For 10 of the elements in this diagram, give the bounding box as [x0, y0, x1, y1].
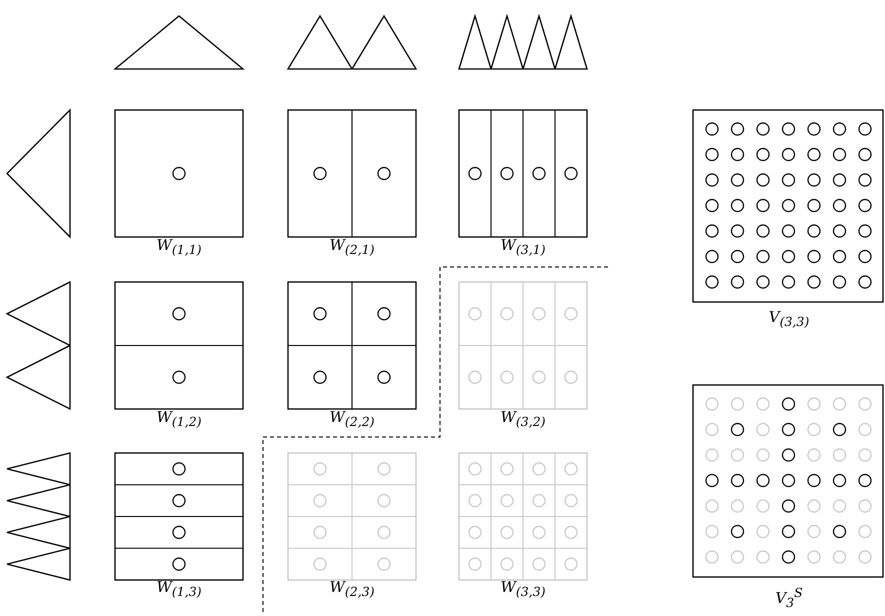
subspace-label: W$_{(3,3)}$	[500, 578, 546, 599]
subspace-label: W$_{(2,1)}$	[329, 236, 375, 257]
subspace-label: V$_{(3,3)}$	[768, 308, 810, 329]
subspace-label: W$_{(1,1)}$	[156, 236, 202, 257]
subspace-label: W$_{(1,2)}$	[156, 408, 202, 429]
subspace-label: W$_{(2,3)}$	[329, 578, 375, 599]
subspace-label: W$_{(3,2)}$	[500, 408, 546, 429]
subspace-label: W$_{(2,2)}$	[329, 408, 375, 429]
subspace-label: W$_{(3,1)}$	[500, 236, 546, 257]
subspace-label: W$_{(1,3)}$	[156, 578, 202, 599]
